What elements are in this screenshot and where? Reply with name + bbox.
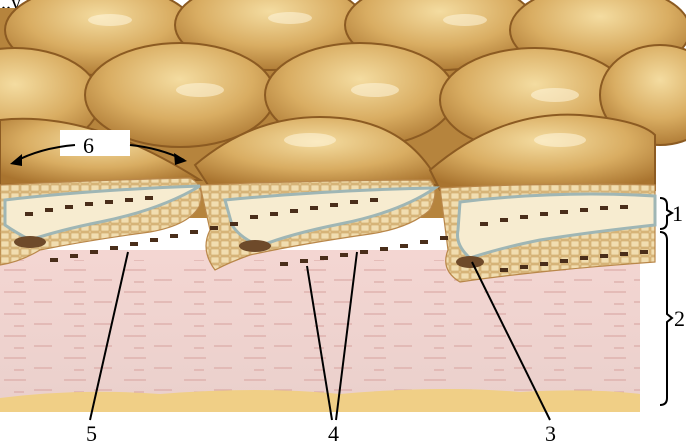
label-5: 5 — [86, 421, 97, 446]
brace-1 — [660, 198, 672, 229]
layer-braces: 1 2 — [660, 198, 685, 405]
brace-2 — [660, 232, 672, 405]
label-6-box — [60, 130, 130, 156]
label-4: 4 — [328, 421, 339, 446]
illustration — [0, 0, 686, 414]
label-3: 3 — [545, 421, 556, 446]
label-6: 6 — [83, 133, 94, 158]
label-1: 1 — [672, 201, 683, 226]
label-2: 2 — [674, 306, 685, 331]
